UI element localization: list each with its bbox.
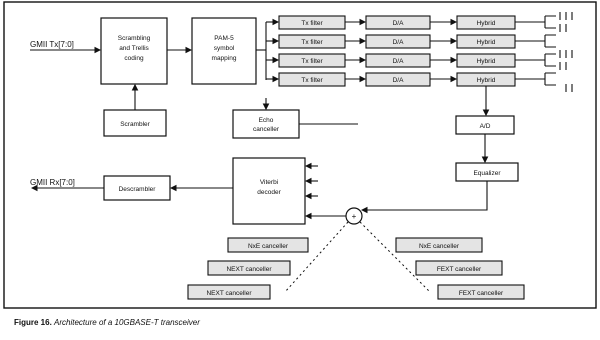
summer-symbol: + <box>352 212 357 221</box>
gmii-tx-label: GMII Tx[7:0] <box>30 40 74 49</box>
adc-label: A/D <box>480 123 491 130</box>
hybrid-3-label: Hybrid <box>477 58 496 65</box>
gmii-rx-label: GMII Rx[7:0] <box>30 178 75 187</box>
scrambler-block <box>103 109 167 137</box>
scrambler-label: Scrambler <box>120 121 150 128</box>
caption-number: Figure 16. <box>14 318 52 327</box>
scrambling-label-1: Scrambling <box>118 35 151 42</box>
tx-filter-4-label: Tx filter <box>301 77 323 84</box>
dac-3-label: D/A <box>393 58 405 65</box>
dash-to-left-cancellers <box>284 221 349 293</box>
right-canceller-1 <box>395 237 483 253</box>
left-canceller-2 <box>207 260 291 276</box>
hybrid-1-label: Hybrid <box>477 20 496 27</box>
tx-filter-2-label: Tx filter <box>301 39 323 46</box>
mapping-label-1: PAM-5 <box>214 35 234 42</box>
figure-border <box>3 1 597 309</box>
viterbi-decoder-block <box>232 157 306 225</box>
scrambling-label-2: and Trellis <box>119 45 149 52</box>
line-connector-4 <box>515 72 556 86</box>
tx-filter-3-label: Tx filter <box>301 58 323 65</box>
descrambler-block <box>103 175 171 201</box>
scrambling-trellis-block <box>100 17 168 85</box>
mapping-label-2: symbol <box>214 45 235 52</box>
right-canceller-1-label: NxE canceller <box>419 243 460 250</box>
left-canceller-3-label: NEXT canceller <box>206 290 252 297</box>
right-canceller-2-label: FEXT canceller <box>437 266 482 273</box>
echo-label-2: canceller <box>253 126 280 133</box>
right-canceller-2 <box>415 260 503 276</box>
wire-equalizer-to-summer <box>360 181 488 214</box>
right-canceller-3 <box>437 284 525 300</box>
pam5-mapping-block <box>191 17 257 85</box>
left-canceller-3 <box>187 284 271 300</box>
line-connector-1 <box>515 15 556 29</box>
mapping-label-3: mapping <box>212 55 237 62</box>
viterbi-label-1: Viterbi <box>260 179 278 186</box>
left-canceller-1 <box>227 237 309 253</box>
viterbi-label-2: decoder <box>257 189 281 196</box>
scrambling-label-3: coding <box>124 55 144 62</box>
right-canceller-3-label: FEXT canceller <box>459 290 504 297</box>
left-canceller-2-label: NEXT canceller <box>226 266 272 273</box>
dac-1-label: D/A <box>393 20 405 27</box>
line-connector-2 <box>515 34 556 48</box>
summer-node <box>345 207 363 225</box>
line-connector-3 <box>515 53 556 67</box>
figure-caption: Figure 16. Architecture of a 10GBASE-T t… <box>14 318 200 327</box>
dash-to-right-cancellers <box>359 221 431 293</box>
equalizer-label: Equalizer <box>473 170 501 177</box>
dac-2-label: D/A <box>393 39 405 46</box>
descrambler-label: Descrambler <box>119 186 157 193</box>
echo-label-1: Echo <box>259 117 274 124</box>
twisted-pair-glyphs <box>559 12 573 92</box>
dac-4-label: D/A <box>393 77 405 84</box>
echo-canceller-block <box>232 109 300 139</box>
hybrid-4-label: Hybrid <box>477 77 496 84</box>
left-canceller-1-label: NxE canceller <box>248 243 289 250</box>
caption-text: Architecture of a 10GBASE-T transceiver <box>54 318 200 327</box>
tx-filter-1-label: Tx filter <box>301 20 323 27</box>
hybrid-2-label: Hybrid <box>477 39 496 46</box>
